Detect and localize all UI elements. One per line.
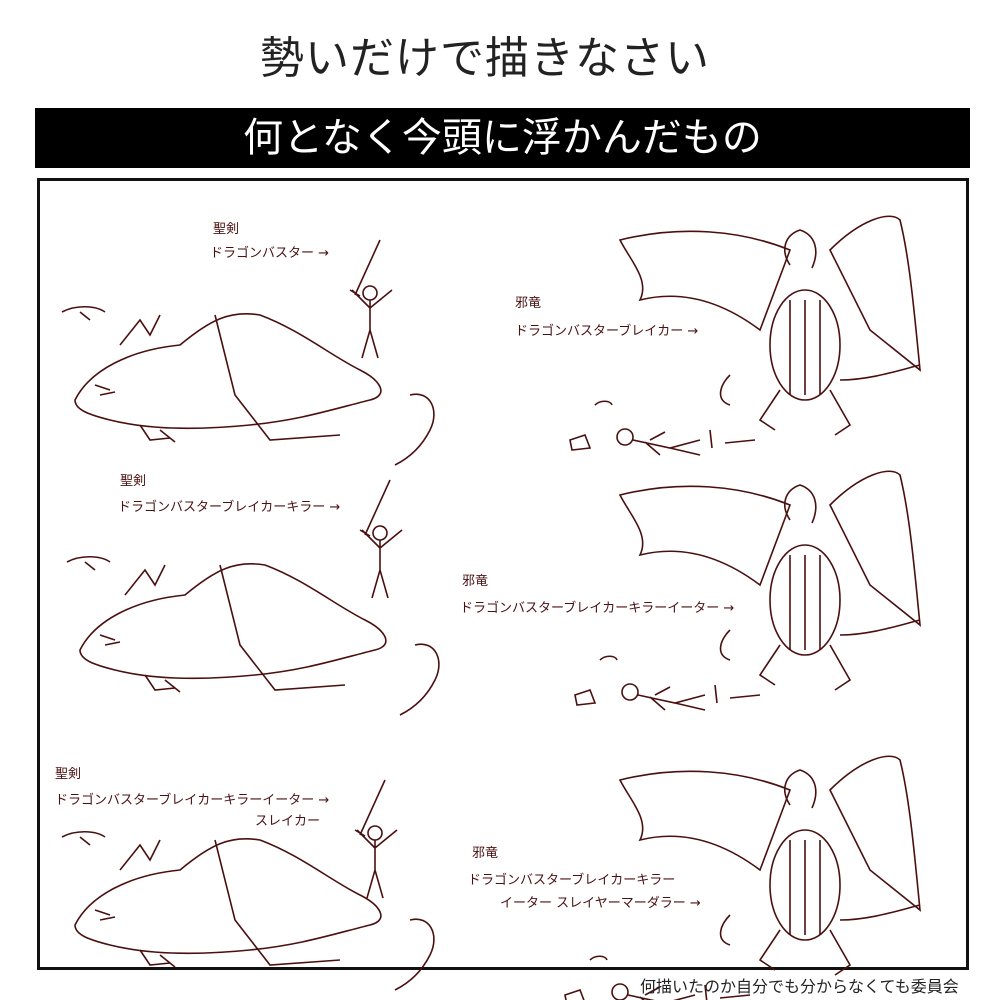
sword-name-1: ドラゴンバスター →	[210, 246, 330, 261]
hero-2	[359, 479, 403, 599]
hero-3	[354, 779, 398, 899]
comic-panel	[37, 178, 969, 970]
dragon-name-2: ドラゴンバスターブレイカーキラーイーター →	[460, 601, 735, 616]
dragon-label-1: 邪竜	[515, 296, 542, 311]
fallen-hero-2	[574, 655, 761, 711]
subtitle-bar: 何となく今頭に浮かんだもの	[35, 108, 970, 168]
sleeping-dragon-1	[61, 305, 435, 466]
sleeping-dragon-3	[61, 830, 435, 991]
dragon-name-3: ドラゴンバスターブレイカーキラー	[468, 873, 676, 888]
sword-label-2: 聖剣	[120, 474, 147, 489]
fallen-hero-1	[569, 400, 756, 456]
standing-dragon-3	[619, 755, 921, 976]
dragon-label-2: 邪竜	[462, 574, 489, 589]
page-title: 勢いだけで描きなさい	[260, 33, 710, 84]
sword-name-3: ドラゴンバスターブレイカーキラーイーター →	[55, 793, 330, 808]
footer-caption: 何描いたのか自分でも分からなくても委員会	[640, 977, 959, 996]
dragon-label-3: 邪竜	[472, 846, 499, 861]
sword-name-3-line2: スレイカー	[255, 814, 321, 829]
standing-dragon-2	[619, 470, 921, 691]
sword-label-3: 聖剣	[55, 767, 82, 782]
sword-name-2: ドラゴンバスターブレイカーキラー →	[118, 500, 341, 515]
dragon-name-3-line2: イーター スレイヤーマーダラー →	[500, 896, 701, 911]
dragon-name-1: ドラゴンバスターブレイカー →	[515, 324, 699, 339]
hero-1	[349, 239, 393, 359]
sword-label-1: 聖剣	[213, 222, 240, 237]
